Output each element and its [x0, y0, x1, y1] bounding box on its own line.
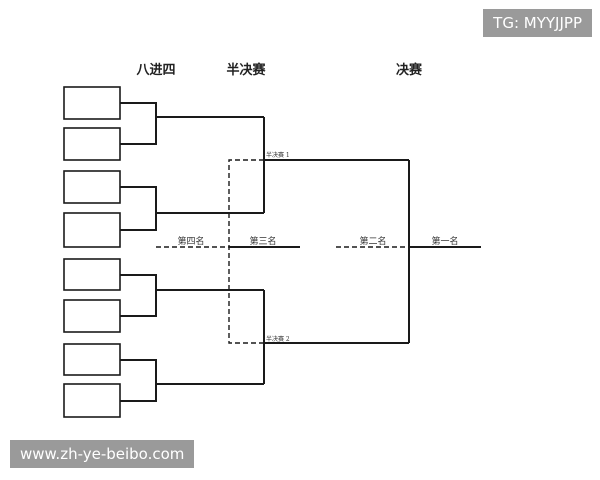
watermark-top: TG: MYYJJPP — [483, 9, 592, 37]
entrant-slot-8[interactable] — [63, 383, 121, 418]
header-quarterfinal: 八进四 — [135, 63, 175, 78]
entrant-slot-7[interactable] — [63, 343, 121, 376]
entrant-slot-6[interactable] — [63, 299, 121, 333]
label-second-place: 第二名 — [359, 235, 386, 247]
label-fourth-place: 第四名 — [177, 235, 204, 247]
entrant-slot-1[interactable] — [63, 86, 121, 120]
label-first-place: 第一名 — [431, 235, 458, 247]
entrant-slot-5[interactable] — [63, 258, 121, 291]
final-connector — [408, 160, 481, 343]
entrant-slot-4[interactable] — [63, 212, 121, 248]
qf-pair-1-connector — [120, 102, 264, 145]
label-semifinal-2: 半决赛 2 — [266, 335, 290, 343]
watermark-bottom: www.zh-ye-beibo.com — [10, 440, 195, 468]
header-final: 决赛 — [396, 62, 423, 78]
qf-pair-4-connector — [120, 359, 264, 402]
semifinal-2-connector — [263, 290, 409, 384]
label-semifinal-1: 半决赛 1 — [266, 151, 290, 159]
qf-pair-3-connector — [120, 274, 264, 317]
qf-pair-2-connector — [120, 186, 264, 231]
third-place-dashed-path — [228, 159, 264, 344]
label-third-place: 第三名 — [249, 235, 276, 247]
semifinal-1-connector — [263, 117, 409, 213]
entrant-slot-3[interactable] — [63, 170, 121, 204]
header-semifinal: 半决赛 — [226, 62, 266, 78]
entrant-slot-2[interactable] — [63, 127, 121, 161]
